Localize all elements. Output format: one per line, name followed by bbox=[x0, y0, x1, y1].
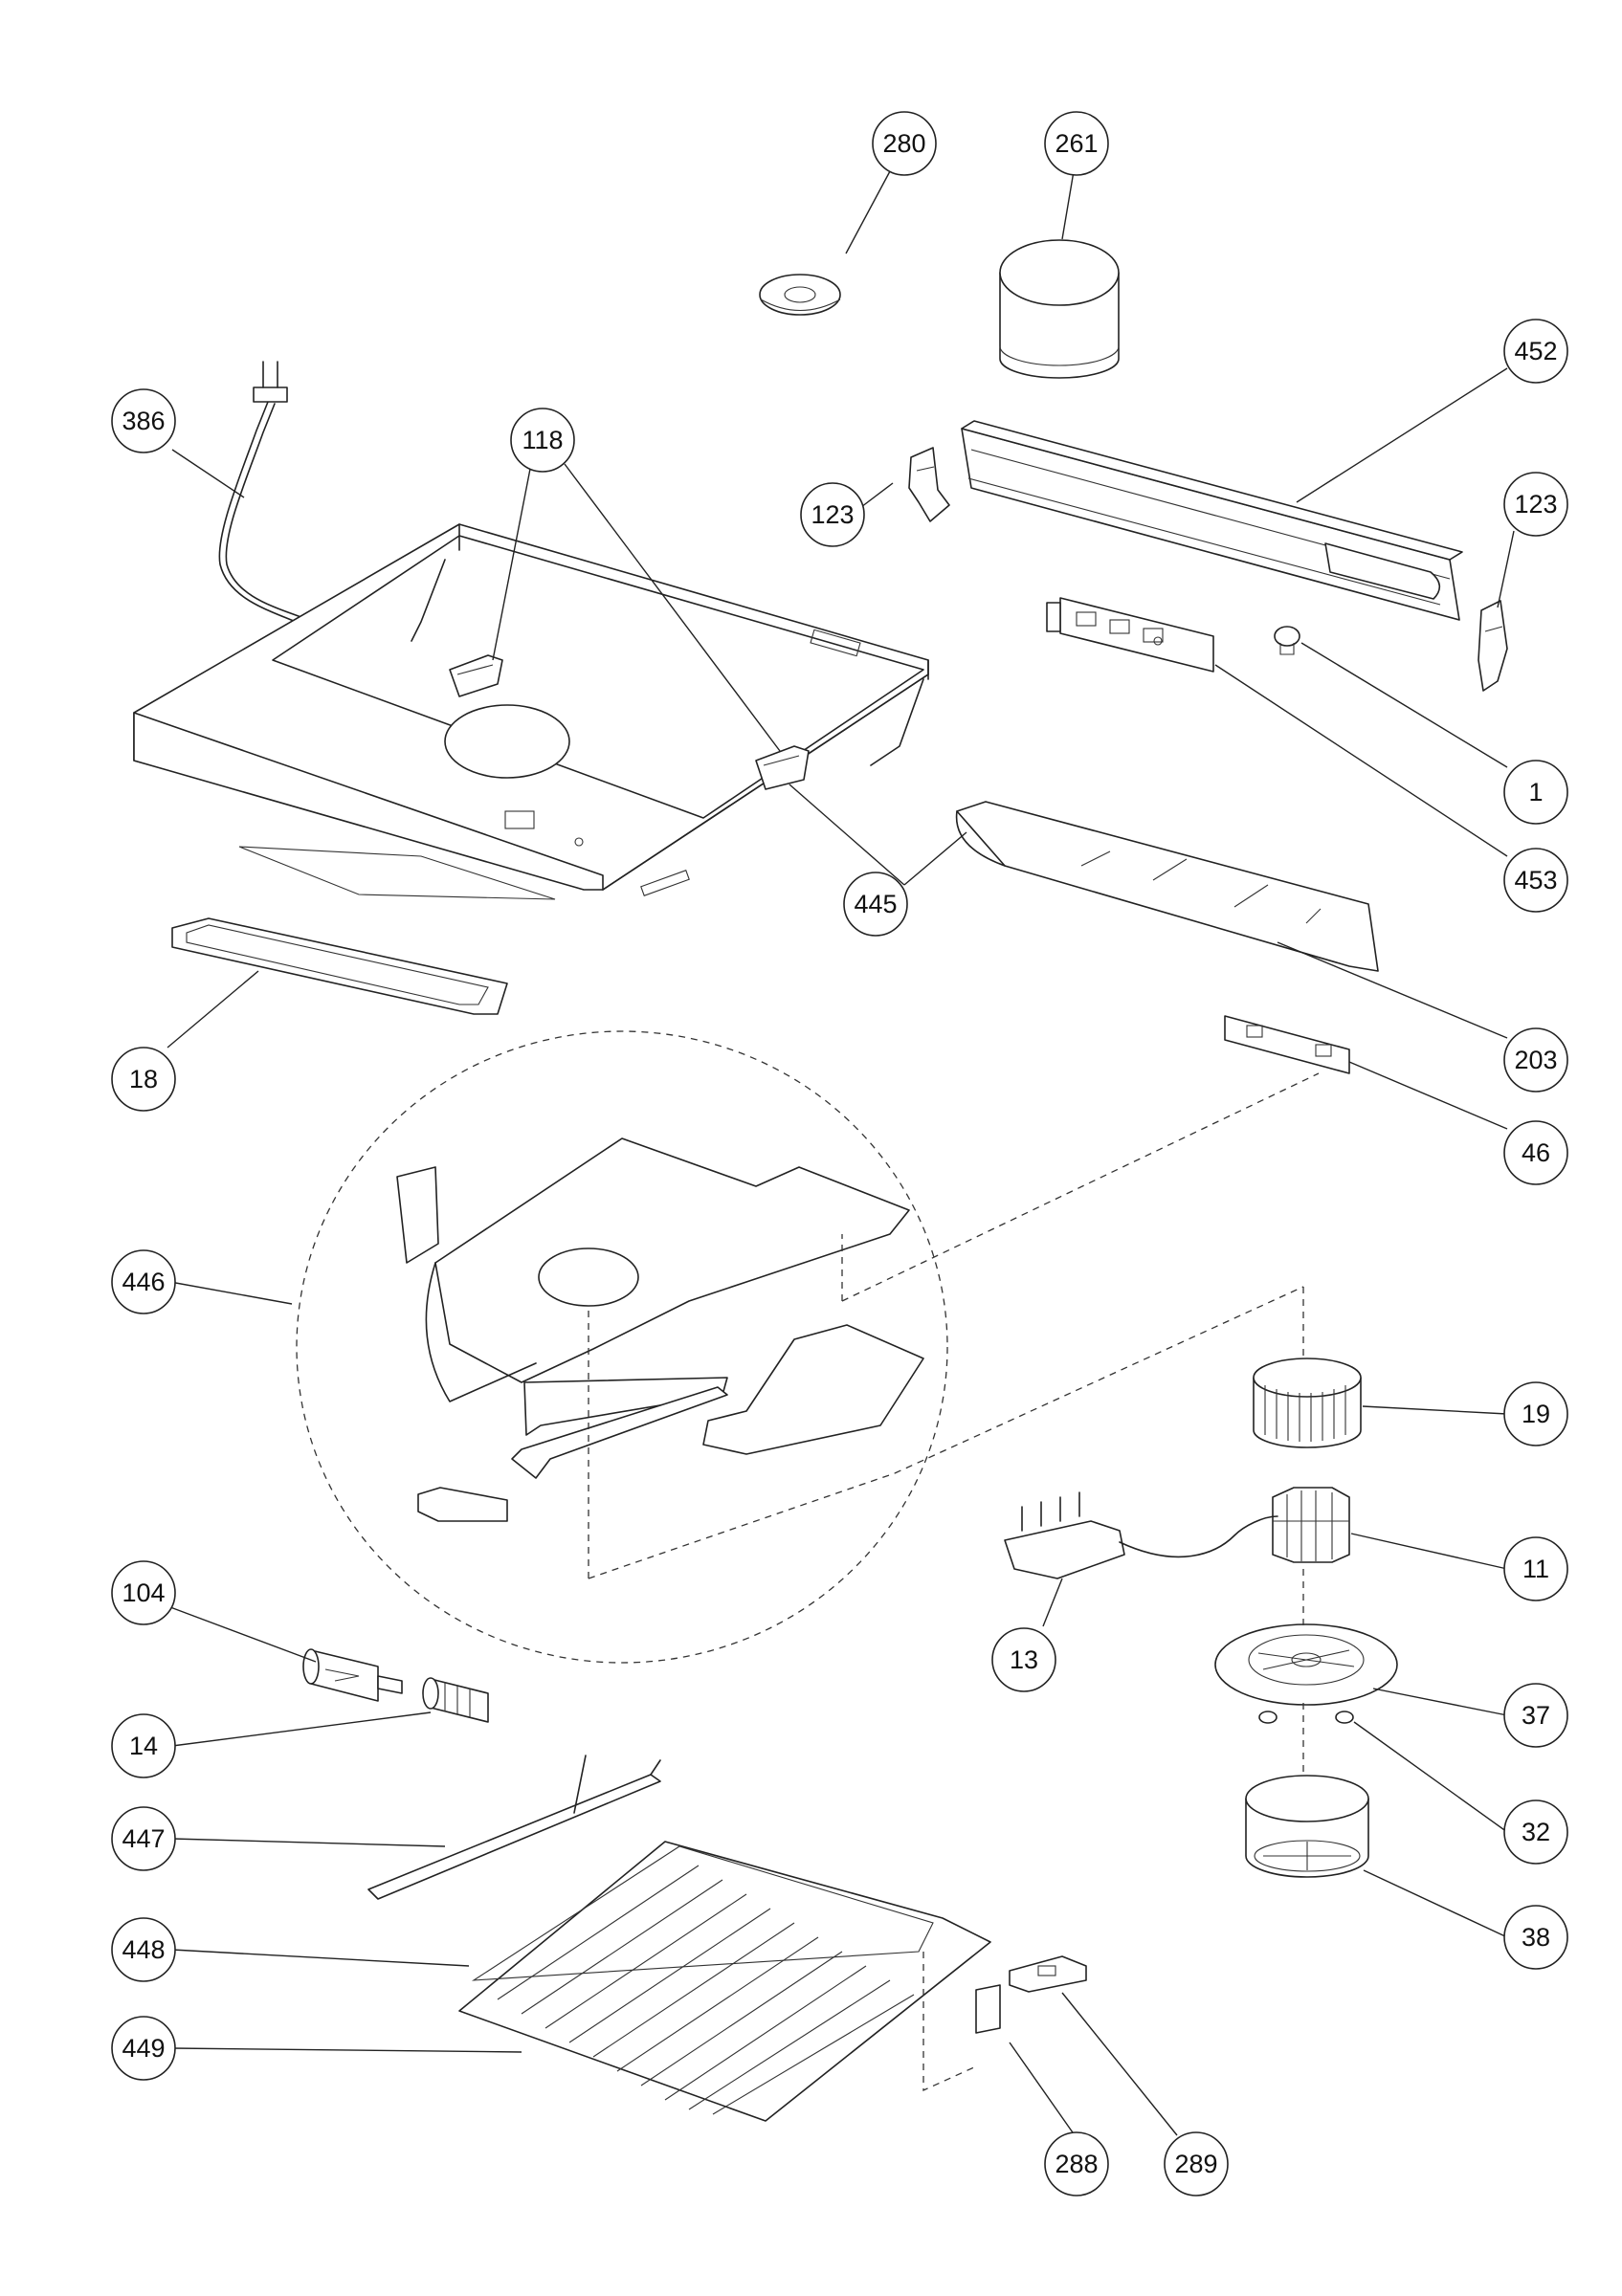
callout-123-right: 123 bbox=[1503, 472, 1568, 537]
callout-386: 386 bbox=[111, 388, 176, 453]
assembly-dashed-lines bbox=[588, 1072, 1320, 2092]
part-123-left-endcap bbox=[908, 447, 950, 522]
callout-leader-lines bbox=[167, 170, 1515, 2136]
callout-261: 261 bbox=[1044, 111, 1109, 176]
callout-280: 280 bbox=[872, 111, 937, 176]
svg-text:261: 261 bbox=[1055, 129, 1098, 158]
part-104-lamp bbox=[302, 1648, 403, 1702]
svg-text:447: 447 bbox=[122, 1824, 165, 1853]
svg-text:38: 38 bbox=[1522, 1923, 1550, 1952]
part-448-449-grease-filter bbox=[458, 1841, 991, 2122]
part-452-front-rail bbox=[961, 420, 1463, 621]
svg-text:104: 104 bbox=[122, 1578, 165, 1607]
svg-text:14: 14 bbox=[129, 1732, 158, 1760]
part-123-right-endcap bbox=[1478, 600, 1508, 692]
callout-452: 452 bbox=[1503, 319, 1568, 384]
part-453-switch bbox=[1046, 597, 1214, 673]
svg-text:1: 1 bbox=[1528, 778, 1543, 806]
callout-104: 104 bbox=[111, 1560, 176, 1625]
callout-32: 32 bbox=[1503, 1799, 1568, 1865]
part-46-lamp-holder bbox=[1224, 1015, 1350, 1074]
callout-445: 445 bbox=[843, 872, 908, 937]
part-14-lamp-socket bbox=[422, 1677, 489, 1723]
part-13-terminal-block bbox=[1004, 1491, 1278, 1579]
part-118-bracket-right bbox=[755, 745, 810, 790]
callout-289: 289 bbox=[1164, 2131, 1229, 2197]
part-280-disc bbox=[759, 274, 841, 316]
svg-text:19: 19 bbox=[1522, 1400, 1550, 1428]
callout-19: 19 bbox=[1503, 1381, 1568, 1446]
svg-text:386: 386 bbox=[122, 407, 165, 435]
part-37-mounting-plate bbox=[1214, 1623, 1398, 1706]
part-11-motor bbox=[1272, 1487, 1350, 1563]
part-32-spacers bbox=[1258, 1711, 1354, 1724]
svg-text:32: 32 bbox=[1522, 1818, 1550, 1846]
svg-text:288: 288 bbox=[1055, 2150, 1098, 2178]
part-38-housing-cup bbox=[1245, 1775, 1369, 1878]
part-203-glass-cover bbox=[955, 801, 1379, 972]
callout-203: 203 bbox=[1503, 1027, 1568, 1093]
svg-text:123: 123 bbox=[1514, 490, 1557, 519]
callout-38: 38 bbox=[1503, 1905, 1568, 1970]
svg-text:453: 453 bbox=[1514, 866, 1557, 894]
callout-46: 46 bbox=[1503, 1120, 1568, 1185]
svg-text:289: 289 bbox=[1174, 2150, 1217, 2178]
part-289-latch bbox=[1009, 1955, 1087, 1993]
svg-text:37: 37 bbox=[1522, 1701, 1550, 1730]
part-261-collar bbox=[999, 239, 1120, 379]
svg-text:11: 11 bbox=[1522, 1555, 1549, 1583]
svg-text:446: 446 bbox=[122, 1268, 165, 1296]
svg-text:280: 280 bbox=[882, 129, 925, 158]
part-18-lamp-cover bbox=[171, 917, 508, 1015]
callout-11: 11 bbox=[1503, 1536, 1568, 1601]
part-386-power-cord bbox=[218, 361, 309, 628]
svg-text:203: 203 bbox=[1514, 1046, 1557, 1074]
svg-text:13: 13 bbox=[1010, 1645, 1038, 1674]
callout-288: 288 bbox=[1044, 2131, 1109, 2197]
callout-18: 18 bbox=[111, 1047, 176, 1112]
svg-text:18: 18 bbox=[129, 1065, 158, 1093]
callout-446: 446 bbox=[111, 1249, 176, 1314]
svg-text:445: 445 bbox=[854, 890, 897, 918]
svg-text:448: 448 bbox=[122, 1935, 165, 1964]
callout-447: 447 bbox=[111, 1806, 176, 1871]
part-447-filter-strip bbox=[367, 1755, 661, 1900]
svg-text:118: 118 bbox=[522, 426, 563, 454]
callout-448: 448 bbox=[111, 1917, 176, 1982]
callout-123-left: 123 bbox=[800, 482, 865, 547]
svg-text:123: 123 bbox=[811, 500, 854, 529]
svg-text:46: 46 bbox=[1522, 1138, 1550, 1167]
part-118-bracket-left bbox=[449, 654, 503, 697]
part-288-clip bbox=[975, 1984, 1001, 2034]
svg-text:452: 452 bbox=[1514, 337, 1557, 365]
detail-446-circle bbox=[296, 1030, 948, 1664]
svg-text:449: 449 bbox=[122, 2034, 165, 2063]
callout-449: 449 bbox=[111, 2016, 176, 2081]
callout-118: 118 bbox=[510, 408, 575, 473]
callout-37: 37 bbox=[1503, 1683, 1568, 1748]
part-hood-body bbox=[133, 523, 929, 900]
callout-13: 13 bbox=[991, 1627, 1056, 1692]
part-1-knob bbox=[1274, 626, 1300, 655]
callout-453: 453 bbox=[1503, 848, 1568, 913]
callout-14: 14 bbox=[111, 1713, 176, 1778]
part-19-fan-wheel bbox=[1253, 1358, 1362, 1448]
callout-1: 1 bbox=[1503, 760, 1568, 825]
